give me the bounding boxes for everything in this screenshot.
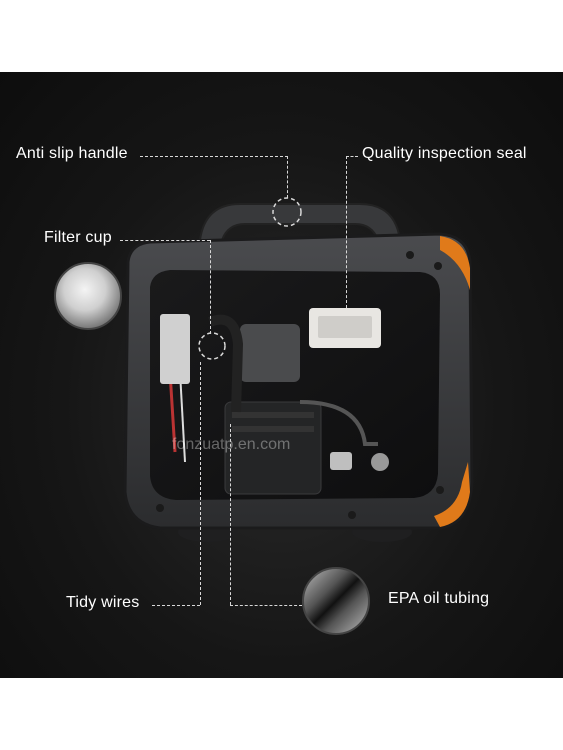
- label-quality-inspection-seal: Quality inspection seal: [362, 145, 527, 162]
- handle-highlight: [272, 197, 302, 227]
- leader-tidy-v: [200, 362, 201, 605]
- carburetor: [240, 324, 300, 382]
- label-tidy-wires: Tidy wires: [66, 594, 140, 611]
- oil-tubing-thumbnail: [302, 567, 370, 635]
- red-wire: [168, 371, 177, 453]
- air-filter-box: [224, 401, 322, 495]
- accent-top: [440, 236, 470, 290]
- leader-seal-h: [346, 156, 358, 157]
- oil-cap: [330, 452, 352, 470]
- label-anti-slip-handle: Anti slip handle: [16, 145, 128, 162]
- leader-anti-slip-h: [140, 156, 288, 157]
- leader-epa-h: [230, 605, 302, 606]
- leader-seal-v: [346, 156, 347, 308]
- leader-filter-v: [210, 240, 211, 334]
- leader-epa-v: [230, 424, 231, 605]
- label-epa-oil-tubing: EPA oil tubing: [388, 590, 490, 607]
- accent-bottom: [434, 462, 470, 527]
- filter-cup-thumbnail: [54, 262, 122, 330]
- generator-photo: [123, 197, 474, 542]
- hose: [208, 314, 244, 413]
- panel-plate: [160, 314, 190, 384]
- filter-highlight: [198, 332, 226, 360]
- leader-tidy-h: [152, 605, 200, 606]
- photo-panel: fonzuatp.en.com Anti slip handle Quality…: [0, 72, 563, 678]
- label-filter-cup: Filter cup: [44, 229, 112, 246]
- white-wire: [179, 371, 186, 463]
- oil-tube: [299, 400, 378, 446]
- bolt: [371, 453, 389, 471]
- watermark: fonzuatp.en.com: [172, 436, 291, 453]
- leader-anti-slip-v: [287, 156, 288, 198]
- leader-filter-h: [120, 240, 210, 241]
